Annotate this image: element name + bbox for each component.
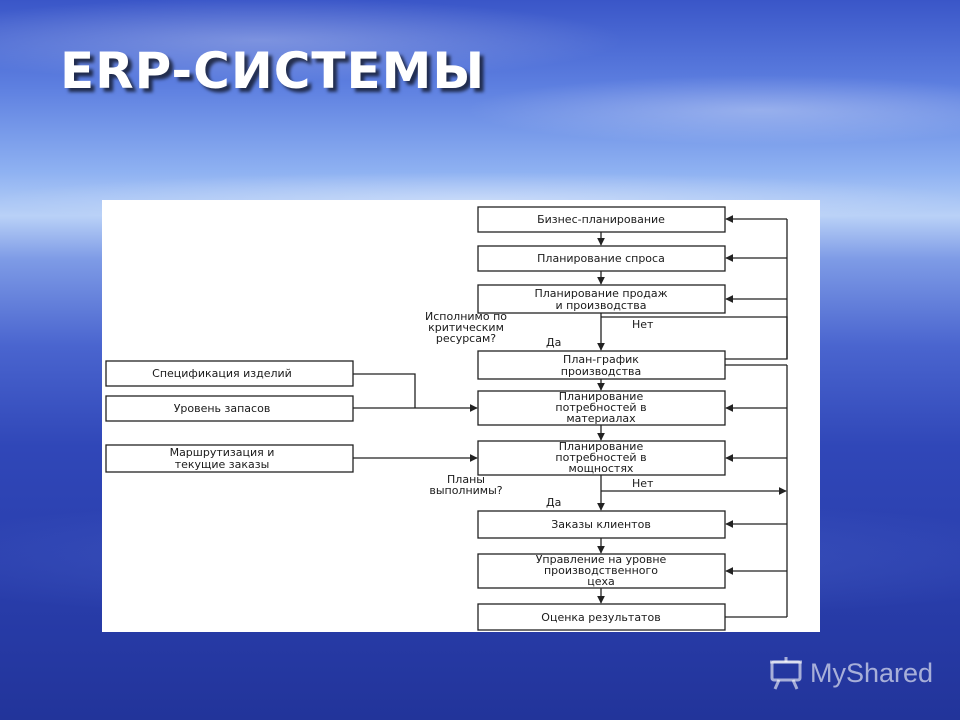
- input-routing-current-orders: Маршрутизация и текущие заказы: [105, 444, 354, 473]
- watermark-text: MyShared: [810, 657, 934, 688]
- node-sales-production-planning: Планирование продаж и производства: [477, 284, 726, 314]
- node-label: Бизнес-планирование: [537, 213, 665, 226]
- node-label: Управление на уровне: [536, 553, 667, 566]
- input-inventory-level: Уровень запасов: [105, 395, 354, 422]
- decision-1-yes-label: Да: [546, 336, 561, 349]
- decision-1-question-line: критическим: [428, 321, 504, 334]
- decision-2-question-line: Планы: [447, 473, 485, 486]
- node-label: Планирование продаж: [534, 287, 667, 300]
- diagram-panel: Бизнес-планирование Планирование спроса …: [102, 200, 820, 632]
- node-customer-orders: Заказы клиентов: [477, 510, 726, 539]
- node-label: цеха: [587, 575, 615, 588]
- node-label: Планирование: [559, 440, 644, 453]
- presentation-board-icon: [770, 657, 802, 690]
- node-label: Заказы клиентов: [551, 518, 651, 531]
- node-label: материалах: [566, 412, 636, 425]
- erp-flowchart: Бизнес-планирование Планирование спроса …: [105, 206, 788, 631]
- node-label: Планирование спроса: [537, 252, 665, 265]
- node-label: План-график: [563, 353, 639, 366]
- node-label: производства: [561, 365, 641, 378]
- node-label: Планирование: [559, 390, 644, 403]
- node-business-planning: Бизнес-планирование: [477, 206, 726, 233]
- decision-1-no-label: Нет: [632, 318, 654, 331]
- decision-1-question-line: Исполнимо по: [425, 310, 507, 323]
- node-label: Оценка результатов: [541, 611, 660, 624]
- slide-title: ERP-СИСТЕМЫ: [60, 42, 486, 100]
- decision-2-question-line: выполнимы?: [429, 484, 502, 497]
- input-connector-bom: [353, 373, 416, 408]
- node-demand-planning: Планирование спроса: [477, 245, 726, 272]
- node-label: производственного: [544, 564, 658, 577]
- node-shop-floor-control: Управление на уровне производственного ц…: [477, 553, 726, 589]
- node-label: Маршрутизация и: [170, 446, 275, 459]
- node-label: и производства: [555, 299, 646, 312]
- node-label: потребностей в: [555, 401, 646, 414]
- watermark: MyShared: [768, 656, 933, 690]
- decision-2-no-label: Нет: [632, 477, 654, 490]
- node-label: Уровень запасов: [174, 402, 271, 415]
- node-production-schedule: План-график производства: [477, 350, 726, 380]
- node-label: мощностях: [569, 462, 634, 475]
- decision-2-yes-label: Да: [546, 496, 561, 509]
- input-bill-of-materials: Спецификация изделий: [105, 360, 354, 387]
- decision-1-question-line: ресурсам?: [436, 332, 496, 345]
- node-label: потребностей в: [555, 451, 646, 464]
- node-label: текущие заказы: [175, 458, 270, 471]
- node-capacity-requirements: Планирование потребностей в мощностях: [477, 440, 726, 476]
- node-label: Спецификация изделий: [152, 367, 292, 380]
- node-performance-evaluation: Оценка результатов: [477, 603, 726, 631]
- node-material-requirements: Планирование потребностей в материалах: [477, 390, 726, 426]
